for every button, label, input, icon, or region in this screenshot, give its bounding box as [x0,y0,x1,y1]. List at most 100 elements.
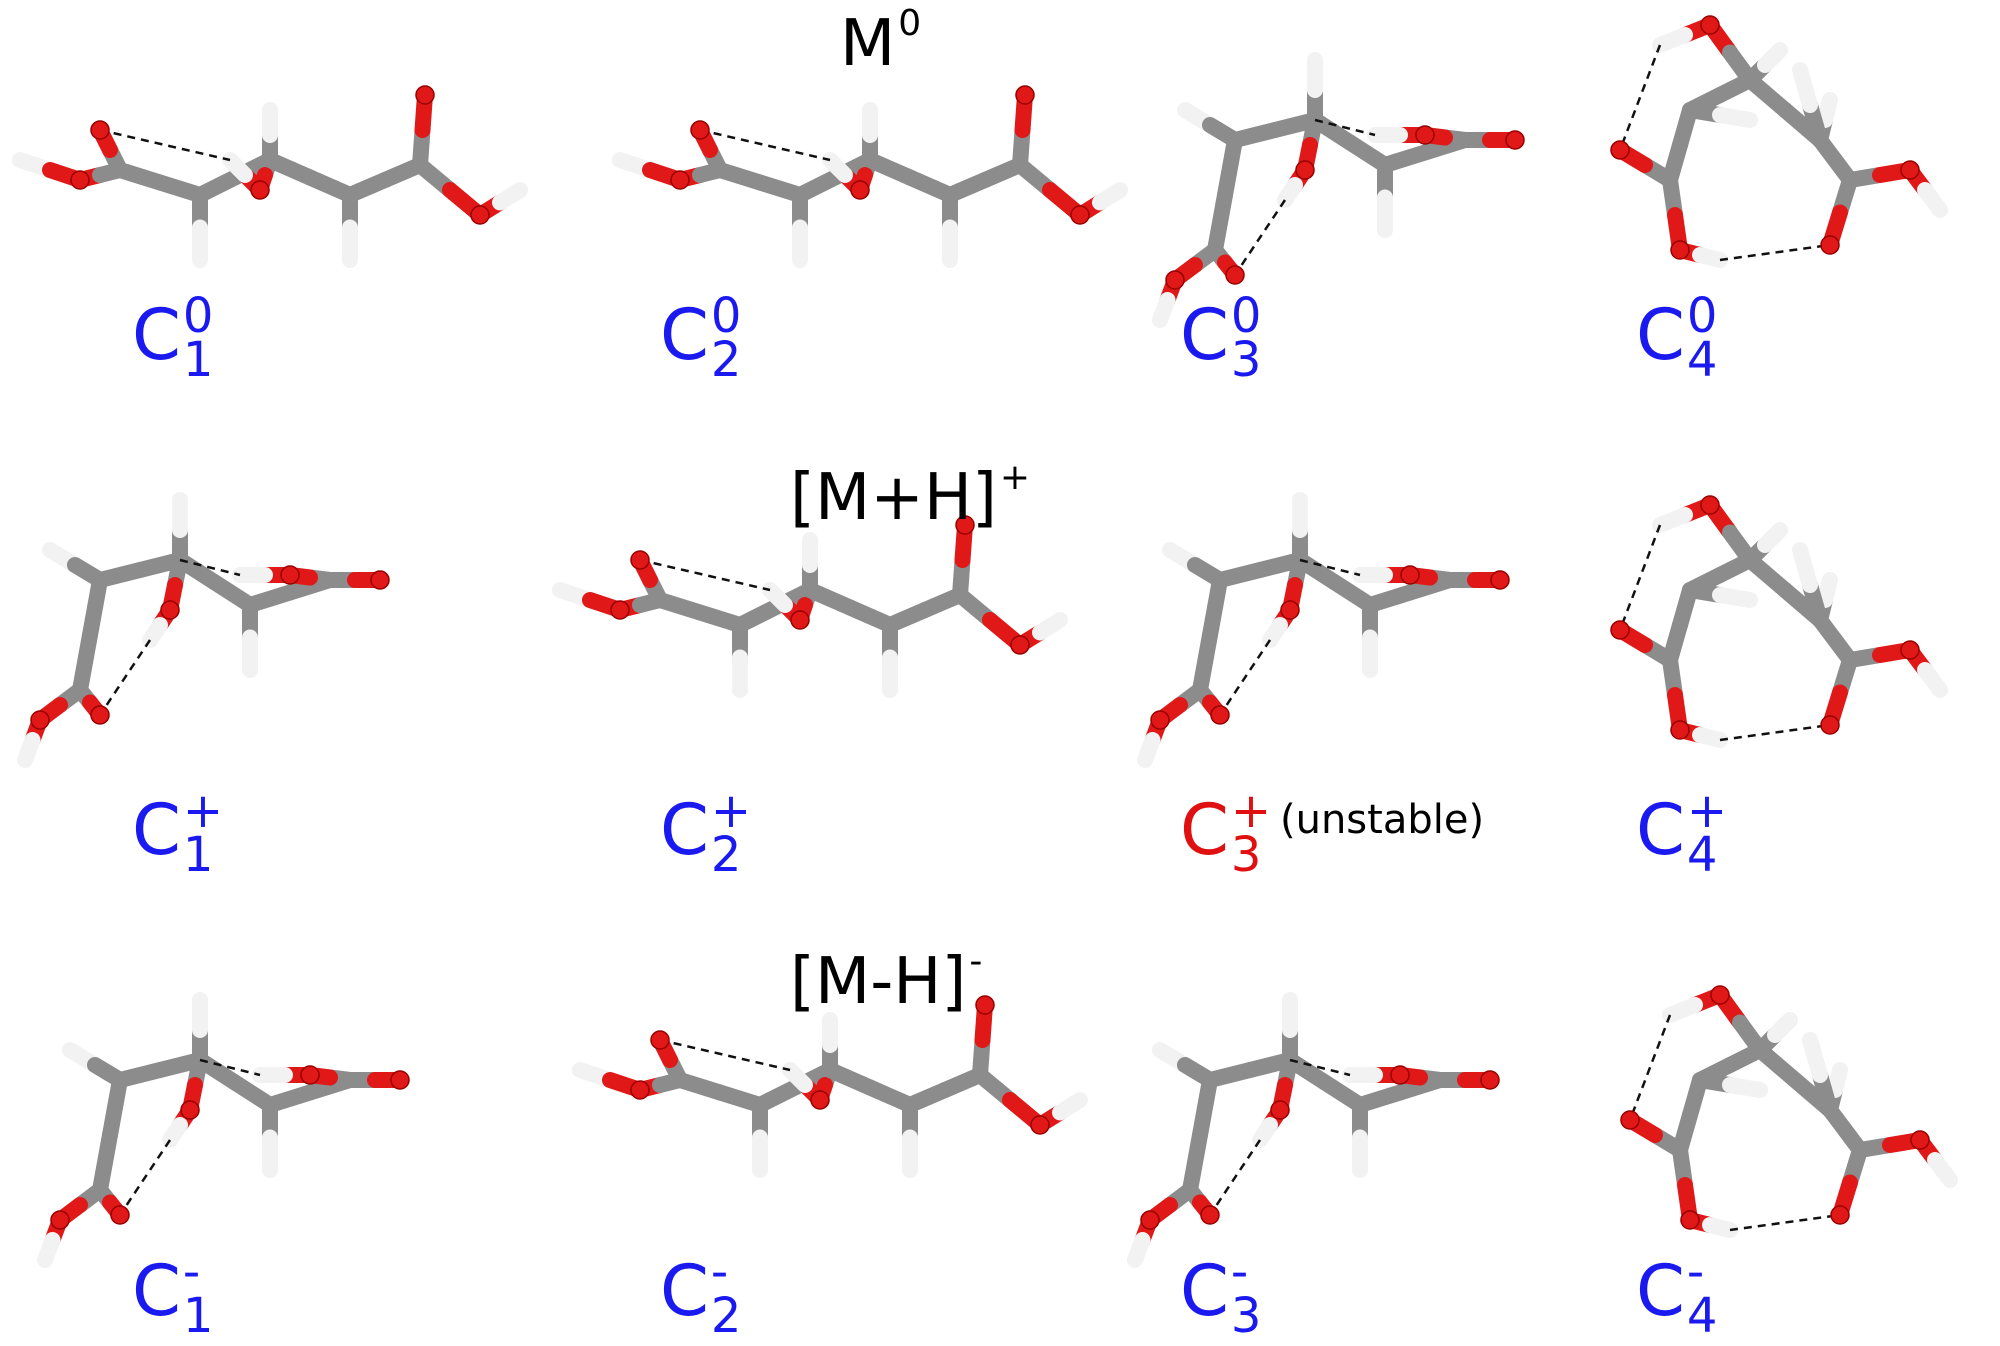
label-charge: + [1230,783,1272,839]
oxygen-atom [1150,710,1170,730]
label-letter: C [1180,789,1229,871]
bond [1262,617,1288,648]
bond [1827,1062,1848,1098]
label-index: 3 [1230,1288,1262,1344]
bond [1052,1092,1088,1121]
oxygen-atom [50,1210,70,1230]
bond [1032,612,1068,641]
label-charge: 0 [1686,288,1718,344]
label-charge: 0 [1230,288,1262,344]
conformer-label-cation-4: C+4 [1636,787,1727,885]
oxygen-atom [70,170,90,190]
hydrogen-bond [1289,1058,1351,1077]
bond [1137,732,1161,768]
oxygen-atom [160,600,180,620]
conformer-label-cation-1: C+1 [132,787,223,885]
label-index: 3 [1230,332,1262,388]
bond [1757,42,1788,73]
bond [1092,182,1128,211]
molecule-cation-3 [1137,492,1510,768]
bond [1722,1077,1768,1098]
oxygen-atom [1900,160,1920,180]
oxygen-atom [1610,620,1630,640]
hydrogen-bond [1729,1213,1841,1232]
oxygen-atom [390,1070,410,1090]
oxygen-atom [1280,600,1300,620]
label-index: 3 [1230,827,1262,883]
molecule-neutral-3 [1152,52,1525,328]
oxygen-atom [850,180,870,200]
bond [72,627,98,698]
oxygen-atom [90,120,110,140]
label-charge: - [182,1244,201,1300]
hydrogen-bond [1208,1139,1262,1216]
label-letter: C [660,789,709,871]
oxygen-atom [1710,985,1730,1005]
conformer-label-anion-3: C-3 [1180,1248,1271,1346]
row-title-neutral-charge: 0 [898,3,922,44]
molecule-cation-2 [552,515,1068,698]
molecule-neutral-2 [612,85,1128,268]
bond [1712,587,1758,608]
bond [1277,177,1303,208]
conformer-label-anion-2: C-2 [660,1248,751,1346]
oxygen-atom [250,180,270,200]
bond [1192,627,1218,698]
bond [1792,62,1818,113]
oxygen-atom [955,515,975,535]
unstable-note: (unstable) [1280,797,1485,843]
hydrogen-bond [1719,723,1831,742]
bond [1207,187,1233,258]
label-letter: C [1180,1250,1229,1332]
molecule-neutral-1 [12,85,528,268]
oxygen-atom [110,1205,130,1225]
oxygen-atom [280,565,300,585]
oxygen-atom [690,120,710,140]
oxygen-atom [650,1030,670,1050]
bond [1792,542,1818,593]
label-letter: C [132,294,181,376]
conformer-label-cation-2: C+2 [660,787,751,885]
oxygen-atom [1030,1115,1050,1135]
label-index: 1 [182,332,214,388]
oxygen-atom [415,85,435,105]
molecule-cation-1 [17,492,390,768]
oxygen-atom [1200,1205,1220,1225]
label-charge: - [1686,1244,1705,1300]
label-letter: C [1636,1250,1685,1332]
oxygen-atom [1400,565,1420,585]
bond [1152,292,1176,328]
bond [1192,1072,1218,1143]
conformer-label-anion-4: C-4 [1636,1248,1727,1346]
oxygen-atom [1210,705,1230,725]
label-index: 2 [710,827,742,883]
oxygen-atom [1225,265,1245,285]
oxygen-atom [1490,570,1510,590]
oxygen-atom [810,1090,830,1110]
hydrogen-bond [179,558,241,577]
label-index: 2 [710,332,742,388]
bond [492,182,528,211]
oxygen-atom [30,710,50,730]
hydrogen-bond [199,1058,261,1077]
molecule-anion-1 [37,992,410,1268]
bond [1202,572,1228,643]
bond [822,152,853,183]
oxygen-atom [1390,1065,1410,1085]
oxygen-atom [1910,1130,1930,1150]
row-title-anion-base: [M-H] [790,945,967,1019]
row-title-cation-charge: + [999,457,1031,498]
oxygen-atom [670,170,690,190]
bond [82,572,108,643]
hydrogen-bond [98,639,152,716]
bond [1917,182,1948,218]
hydrogen-bond [1218,639,1272,716]
hydrogen-bond [118,1139,172,1216]
bond [1767,1012,1798,1043]
molecule-anion-4 [1620,985,1958,1238]
row-title-neutral: M0 [840,6,921,77]
bond [1652,507,1693,533]
bond [37,1232,61,1268]
